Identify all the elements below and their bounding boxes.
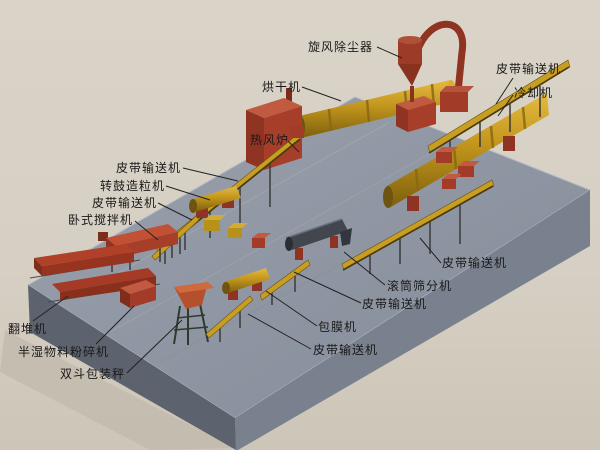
label-hot-air-furnace: 热风炉 xyxy=(250,133,290,147)
leader-lines xyxy=(32,46,514,374)
label-dryer: 烘干机 xyxy=(262,80,302,94)
auxiliary-yellow-boxes xyxy=(204,215,271,248)
drum-screening-machine-machine xyxy=(285,218,352,260)
auxiliary-red-boxes xyxy=(436,147,480,189)
label-compost-turner: 翻堆机 xyxy=(8,322,48,336)
belt-conveyor-bottom-machine xyxy=(205,295,254,342)
coating-machine-machine xyxy=(222,268,270,300)
crusher-machine xyxy=(120,280,156,308)
packing-scale-machine xyxy=(173,282,214,345)
compost-turner-machine xyxy=(29,244,161,303)
granulator-machine xyxy=(189,186,241,218)
label-horizontal-mixer: 卧式搅拌机 xyxy=(68,213,134,227)
cyclone-dust-collector-machine xyxy=(398,20,474,112)
label-belt-conveyor-top-right: 皮带输送机 xyxy=(496,62,562,76)
label-double-hopper-packing-scale: 双斗包装秤 xyxy=(60,367,126,381)
label-belt-conveyor-left-lower: 皮带输送机 xyxy=(92,196,158,210)
label-belt-conveyor-right: 皮带输送机 xyxy=(442,256,508,270)
label-belt-conveyor-middle: 皮带输送机 xyxy=(362,297,428,311)
label-cooler: 冷却机 xyxy=(514,86,554,100)
label-cyclone-dust-collector: 旋风除尘器 xyxy=(308,40,374,54)
furnace-auxiliary-box xyxy=(396,96,436,132)
label-semi-wet-material-crusher: 半湿物料粉碎机 xyxy=(18,345,110,359)
label-belt-conveyor-bottom: 皮带输送机 xyxy=(313,343,379,357)
belt-conveyor-right-machine xyxy=(341,179,495,274)
label-belt-conveyor-left-upper: 皮带输送机 xyxy=(116,161,182,175)
belt-conveyor-middle-machine xyxy=(259,259,311,305)
ground-shadow xyxy=(0,330,235,450)
label-coating-machine: 包膜机 xyxy=(318,320,358,334)
label-rotary-drum-granulator: 转鼓造粒机 xyxy=(100,179,166,193)
label-drum-screening-machine: 滚筒筛分机 xyxy=(387,279,453,293)
cooler-machine xyxy=(383,93,549,211)
